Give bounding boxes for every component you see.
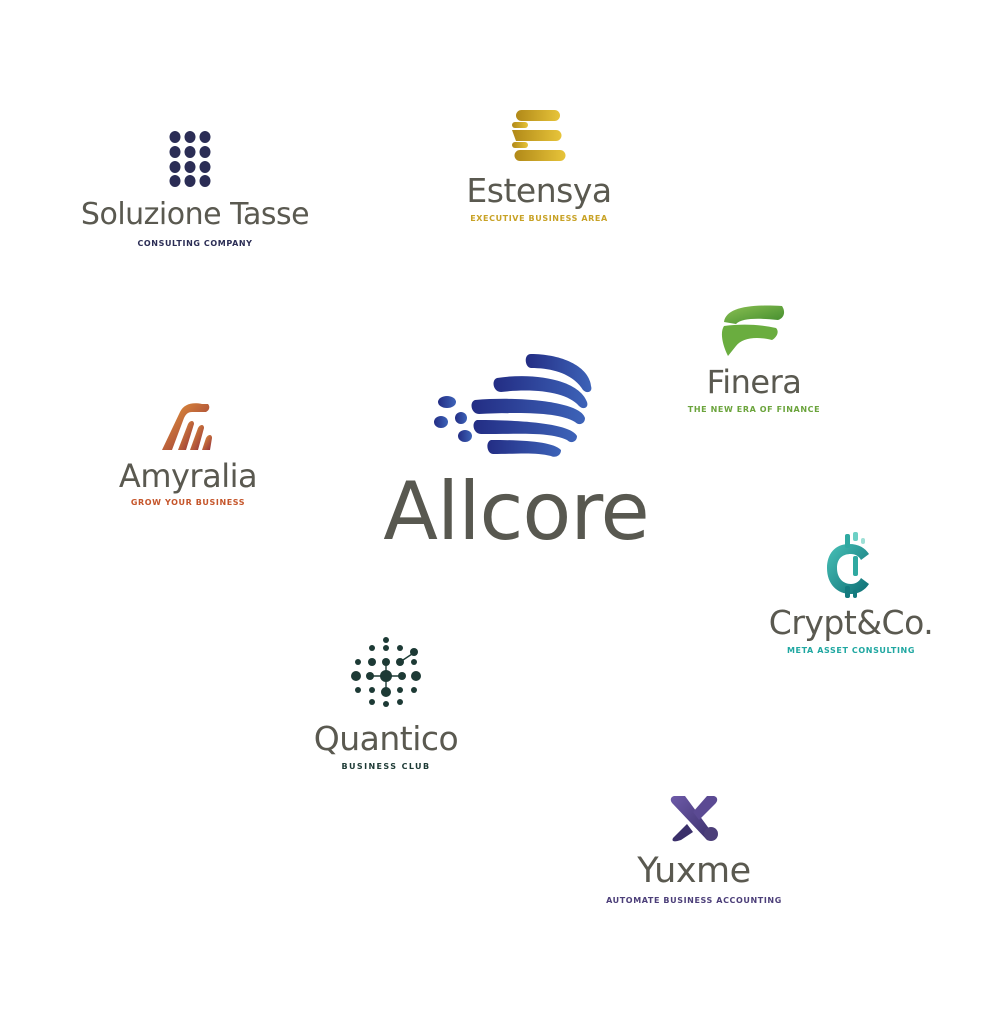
- logo-soluzione-tasse: Soluzione Tasse CONSULTING COMPANY: [64, 130, 326, 248]
- brand-tagline: THE NEW ERA OF FINANCE: [687, 405, 821, 414]
- purple-x-icon: [670, 796, 718, 842]
- brand-tagline: BUSINESS CLUB: [341, 762, 431, 771]
- brand-tagline: META ASSET CONSULTING: [787, 646, 915, 655]
- gold-e-icon: [512, 110, 566, 161]
- blue-swoosh-icon: [434, 354, 592, 457]
- orange-stripes-icon: [162, 403, 212, 450]
- brand-name: Crypt&Co.: [768, 603, 934, 642]
- brand-tagline: GROW YOUR BUSINESS: [130, 498, 246, 507]
- logo-amyralia: Amyralia GROW YOUR BUSINESS: [100, 402, 276, 507]
- brand-name: Soluzione Tasse: [80, 197, 310, 232]
- brand-name: Estensya: [466, 171, 612, 210]
- dot-grid-icon: [169, 131, 211, 187]
- logo-quantico: Quantico BUSINESS CLUB: [296, 636, 476, 771]
- brand-name: Yuxme: [637, 851, 751, 891]
- brand-name: Quantico: [313, 719, 459, 758]
- teal-coin-icon: [827, 532, 869, 598]
- logo-crypt-co: Crypt&Co. META ASSET CONSULTING: [758, 530, 944, 655]
- brand-name: Amyralia: [118, 457, 258, 495]
- logo-allcore: Allcore: [344, 346, 688, 552]
- network-dots-icon: [351, 637, 421, 707]
- brand-name: Finera: [706, 363, 802, 401]
- brand-tagline: CONSULTING COMPANY: [137, 239, 253, 248]
- brand-tagline: EXECUTIVE BUSINESS AREA: [470, 214, 608, 223]
- logo-yuxme: Yuxme AUTOMATE BUSINESS ACCOUNTING: [596, 794, 792, 905]
- logo-estensya: Estensya EXECUTIVE BUSINESS AREA: [449, 108, 629, 223]
- brand-name: Allcore: [383, 465, 649, 558]
- logo-finera: Finera THE NEW ERA OF FINANCE: [672, 302, 836, 414]
- green-ribbon-icon: [721, 305, 785, 356]
- brand-tagline: AUTOMATE BUSINESS ACCOUNTING: [606, 896, 782, 905]
